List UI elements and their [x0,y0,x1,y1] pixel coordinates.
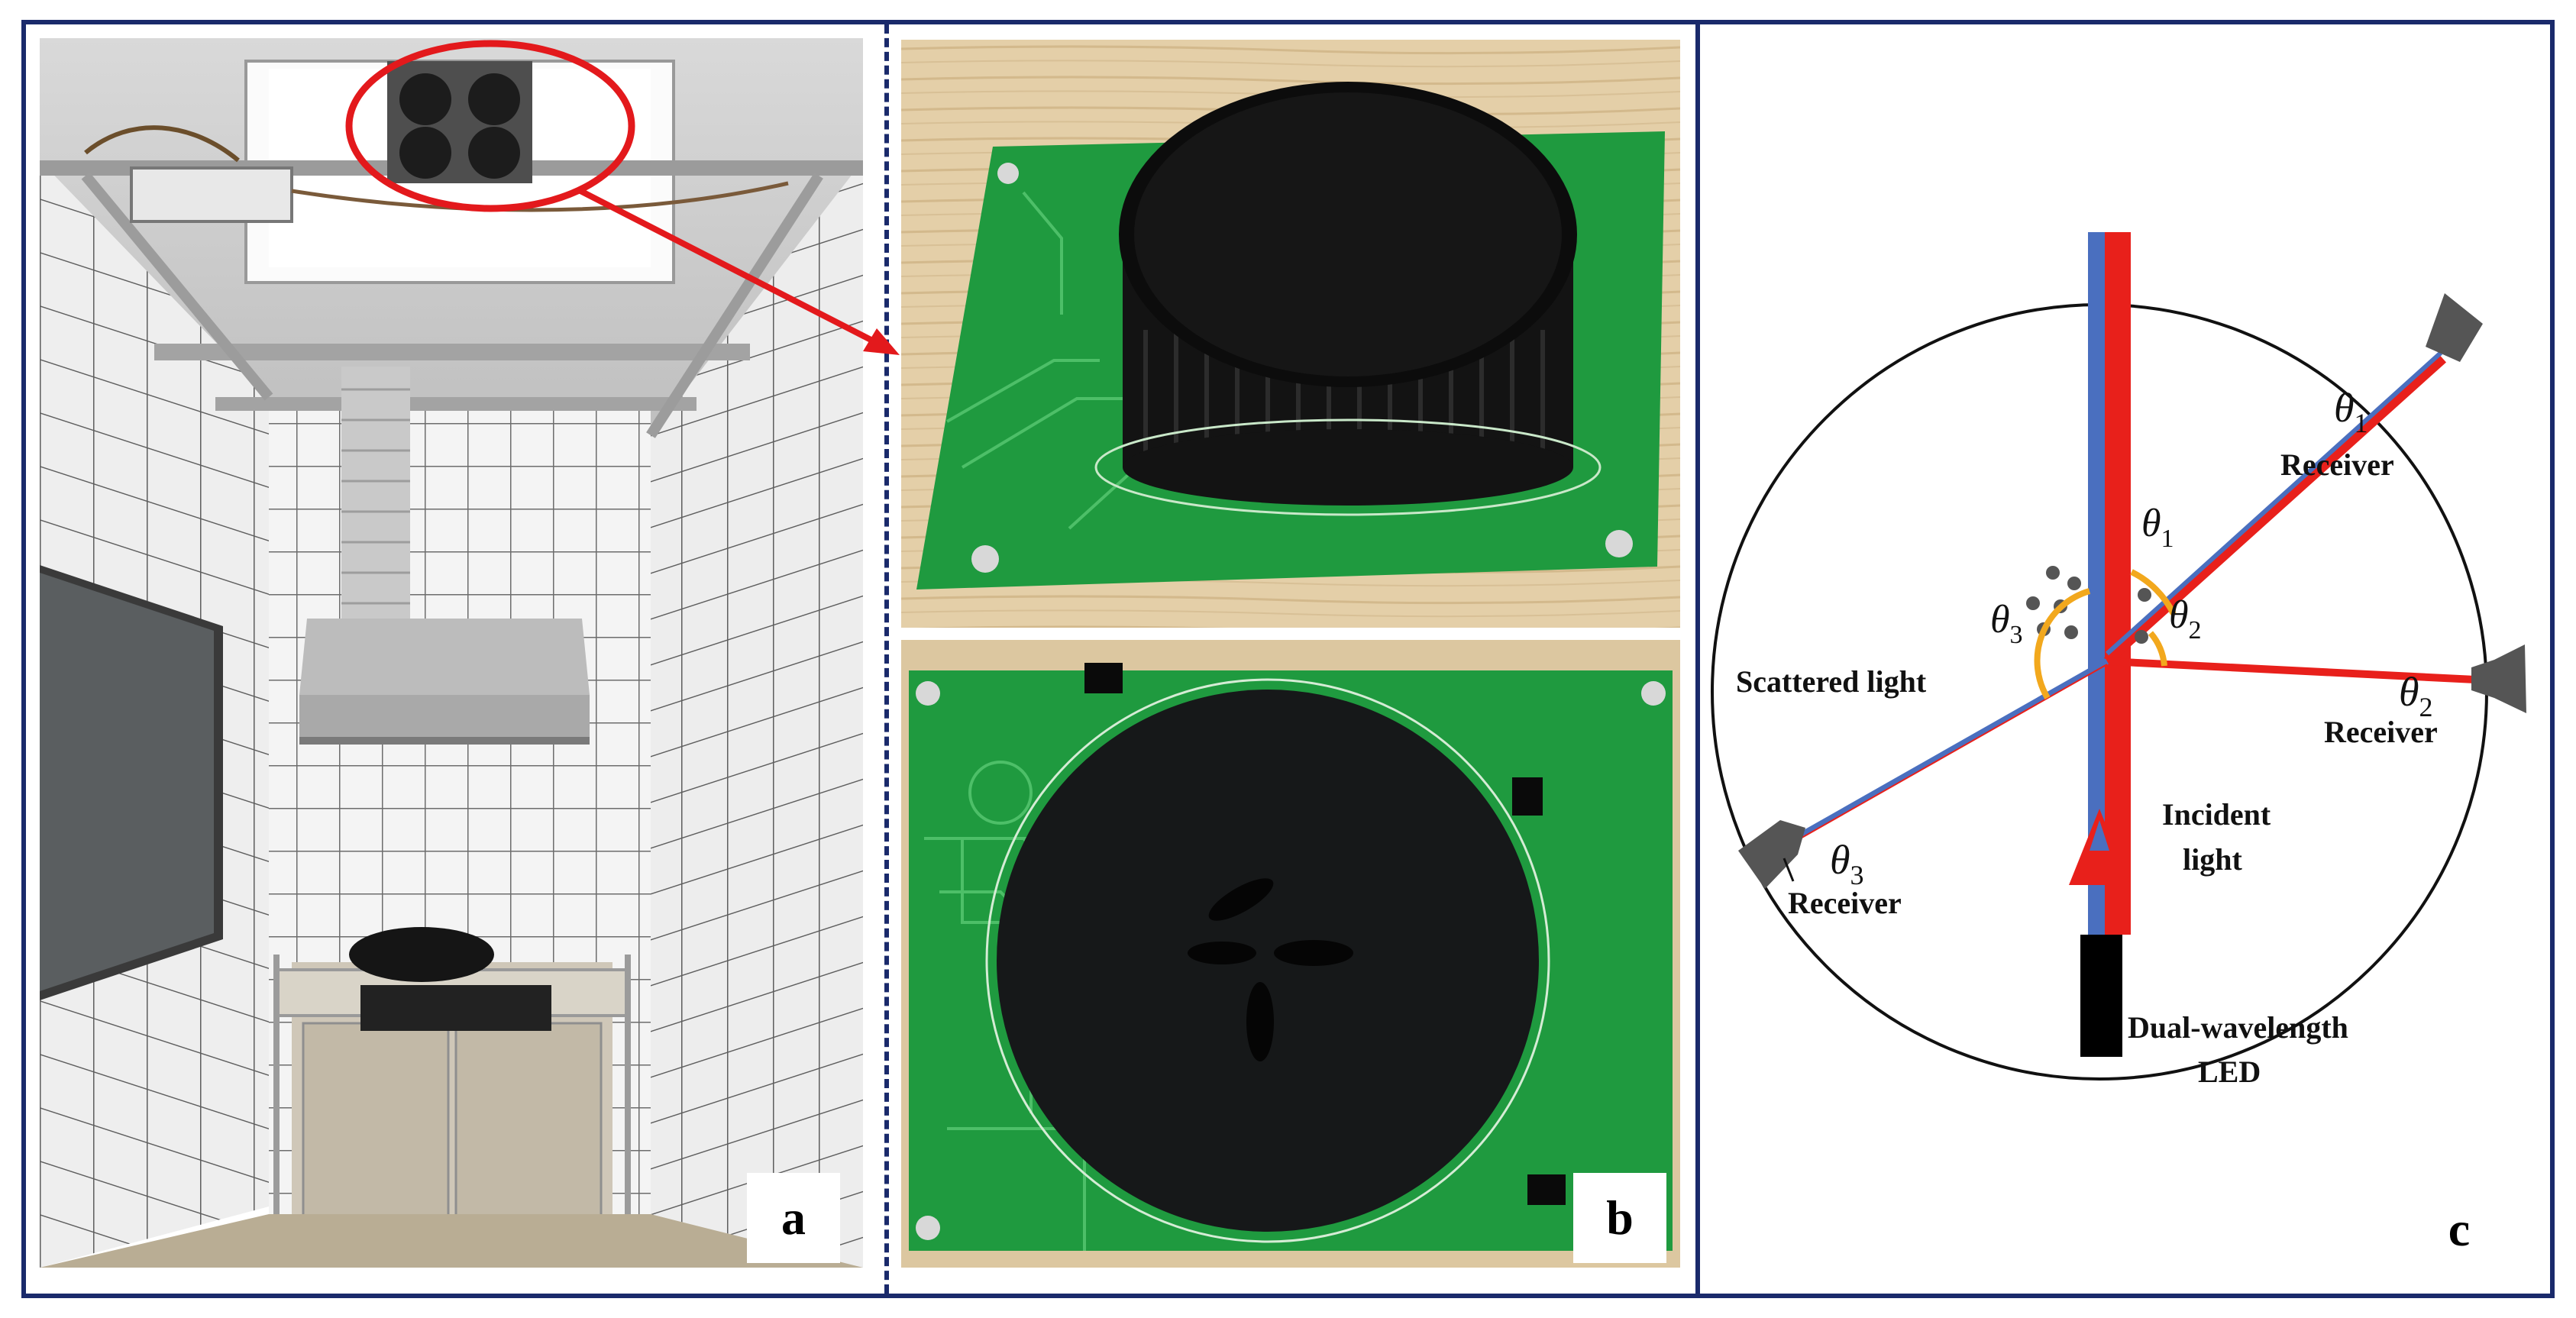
red-beam-vertical [2105,232,2131,935]
scattered-light-label: Scattered light [1736,664,1927,699]
red-beam-theta1 [2103,355,2447,665]
panel-b-sensor-bottom [901,640,1680,1268]
receiver2-label: Receiver [2324,715,2438,749]
angle-arc-theta2 [2148,631,2167,667]
receiver-2-icon [2471,644,2526,713]
receiver-1-icon [2426,293,2483,362]
theta3-label: θ3 [1990,598,2023,649]
incident-light-label-line1: Incident [2162,797,2271,832]
sensor-top-disc [997,690,1539,1232]
theta1-label: θ1 [2141,502,2174,553]
callout-ellipse [345,40,635,212]
blue-beam-theta1 [2105,350,2443,656]
callout-arrowhead [863,328,900,355]
blue-beam-theta3 [1796,658,2109,840]
sensor-module-top-view [901,640,1680,1268]
sensor-module-side-view [901,40,1680,628]
panel-a-kitchen-photo [40,38,863,1268]
callout-arrow [579,188,880,347]
red-beam-theta2 [2106,657,2476,683]
panel-label-a: a [747,1173,840,1263]
kitchen-illustration [40,38,863,1268]
panel-divider-bc [1695,24,1700,1294]
receiver1-theta-label: θ1 [2334,385,2368,438]
receiver1-label: Receiver [2280,447,2394,482]
angle-arc-theta3 [2034,588,2091,700]
receiver2-theta-label: θ2 [2399,669,2433,722]
panel-divider-ab [884,24,889,1294]
led-label-line1: Dual-wavelength [2128,1010,2348,1045]
receiver3-label: Receiver [1788,886,1902,920]
panel-label-c: c [2448,1202,2471,1256]
blue-beam-vertical [2088,232,2105,935]
led-label-line2: LED [2198,1055,2261,1089]
dual-wavelength-led [2080,935,2122,1057]
angle-arc-theta1 [2130,569,2177,615]
scattering-diagram: θ1 θ2 θ3 θ1 θ2 θ3 Receiver Receiver Rece… [1711,232,2526,1089]
panel-c-scattering-diagram: θ1 θ2 θ3 θ1 θ2 θ3 Receiver Receiver Rece… [1708,26,2550,1291]
receiver-3-icon [1738,820,1805,889]
panel-label-b: b [1573,1173,1666,1263]
theta2-label: θ2 [2169,593,2202,644]
incident-light-label-line2: light [2183,842,2242,877]
receiver3-theta-label: θ3 [1830,837,1864,890]
panel-b-sensor-top [901,40,1680,628]
